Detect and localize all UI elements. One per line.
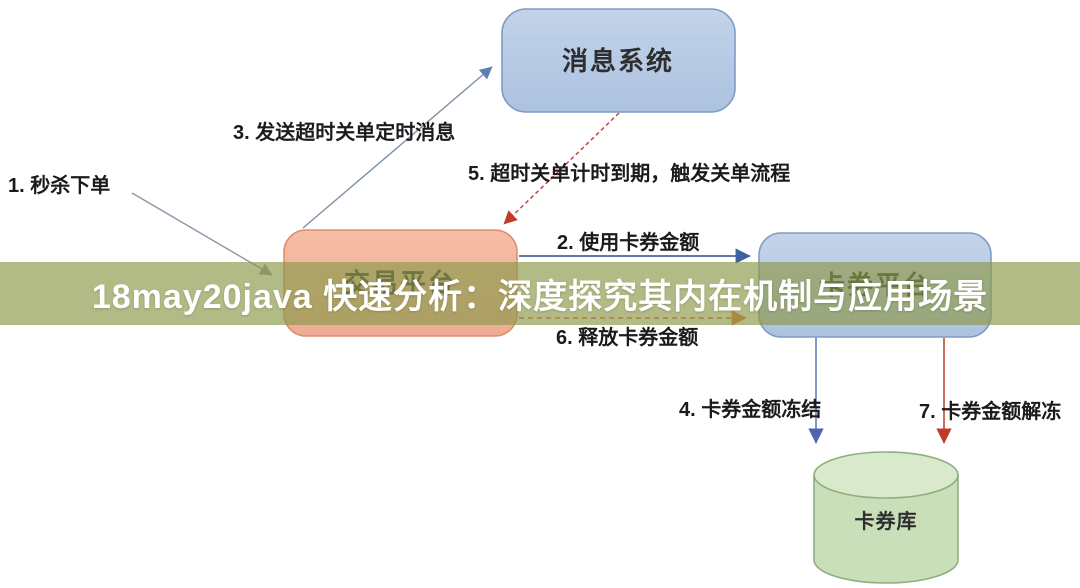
message-system-label: 消息系统 [562, 46, 674, 76]
edge-label-1: 1. 秒杀下单 [8, 173, 110, 197]
edge-label-2: 2. 使用卡券金额 [557, 230, 699, 254]
edge-label-7: 7. 卡券金额解冻 [919, 399, 1061, 423]
edge-timeout-trigger-close [503, 112, 620, 225]
edge-seckill-order [131, 192, 273, 276]
edge-send-timeout-message [302, 66, 493, 229]
edge-label-3: 3. 发送超时关单定时消息 [233, 120, 455, 144]
watermark-banner-text: 18may20java 快速分析：深度探究其内在机制与应用场景 [91, 278, 989, 316]
flow-node-coupon-store: 卡券库 [813, 451, 959, 584]
edge-label-4: 4. 卡券金额冻结 [679, 397, 821, 421]
watermark-banner: 18may20java 快速分析：深度探究其内在机制与应用场景 [0, 262, 1080, 325]
edge-label-5: 5. 超时关单计时到期，触发关单流程 [468, 161, 790, 185]
coupon-store-label: 卡券库 [855, 509, 918, 533]
flow-node-message-system: 消息系统 [501, 8, 736, 113]
edge-label-6: 6. 释放卡券金额 [556, 325, 698, 349]
